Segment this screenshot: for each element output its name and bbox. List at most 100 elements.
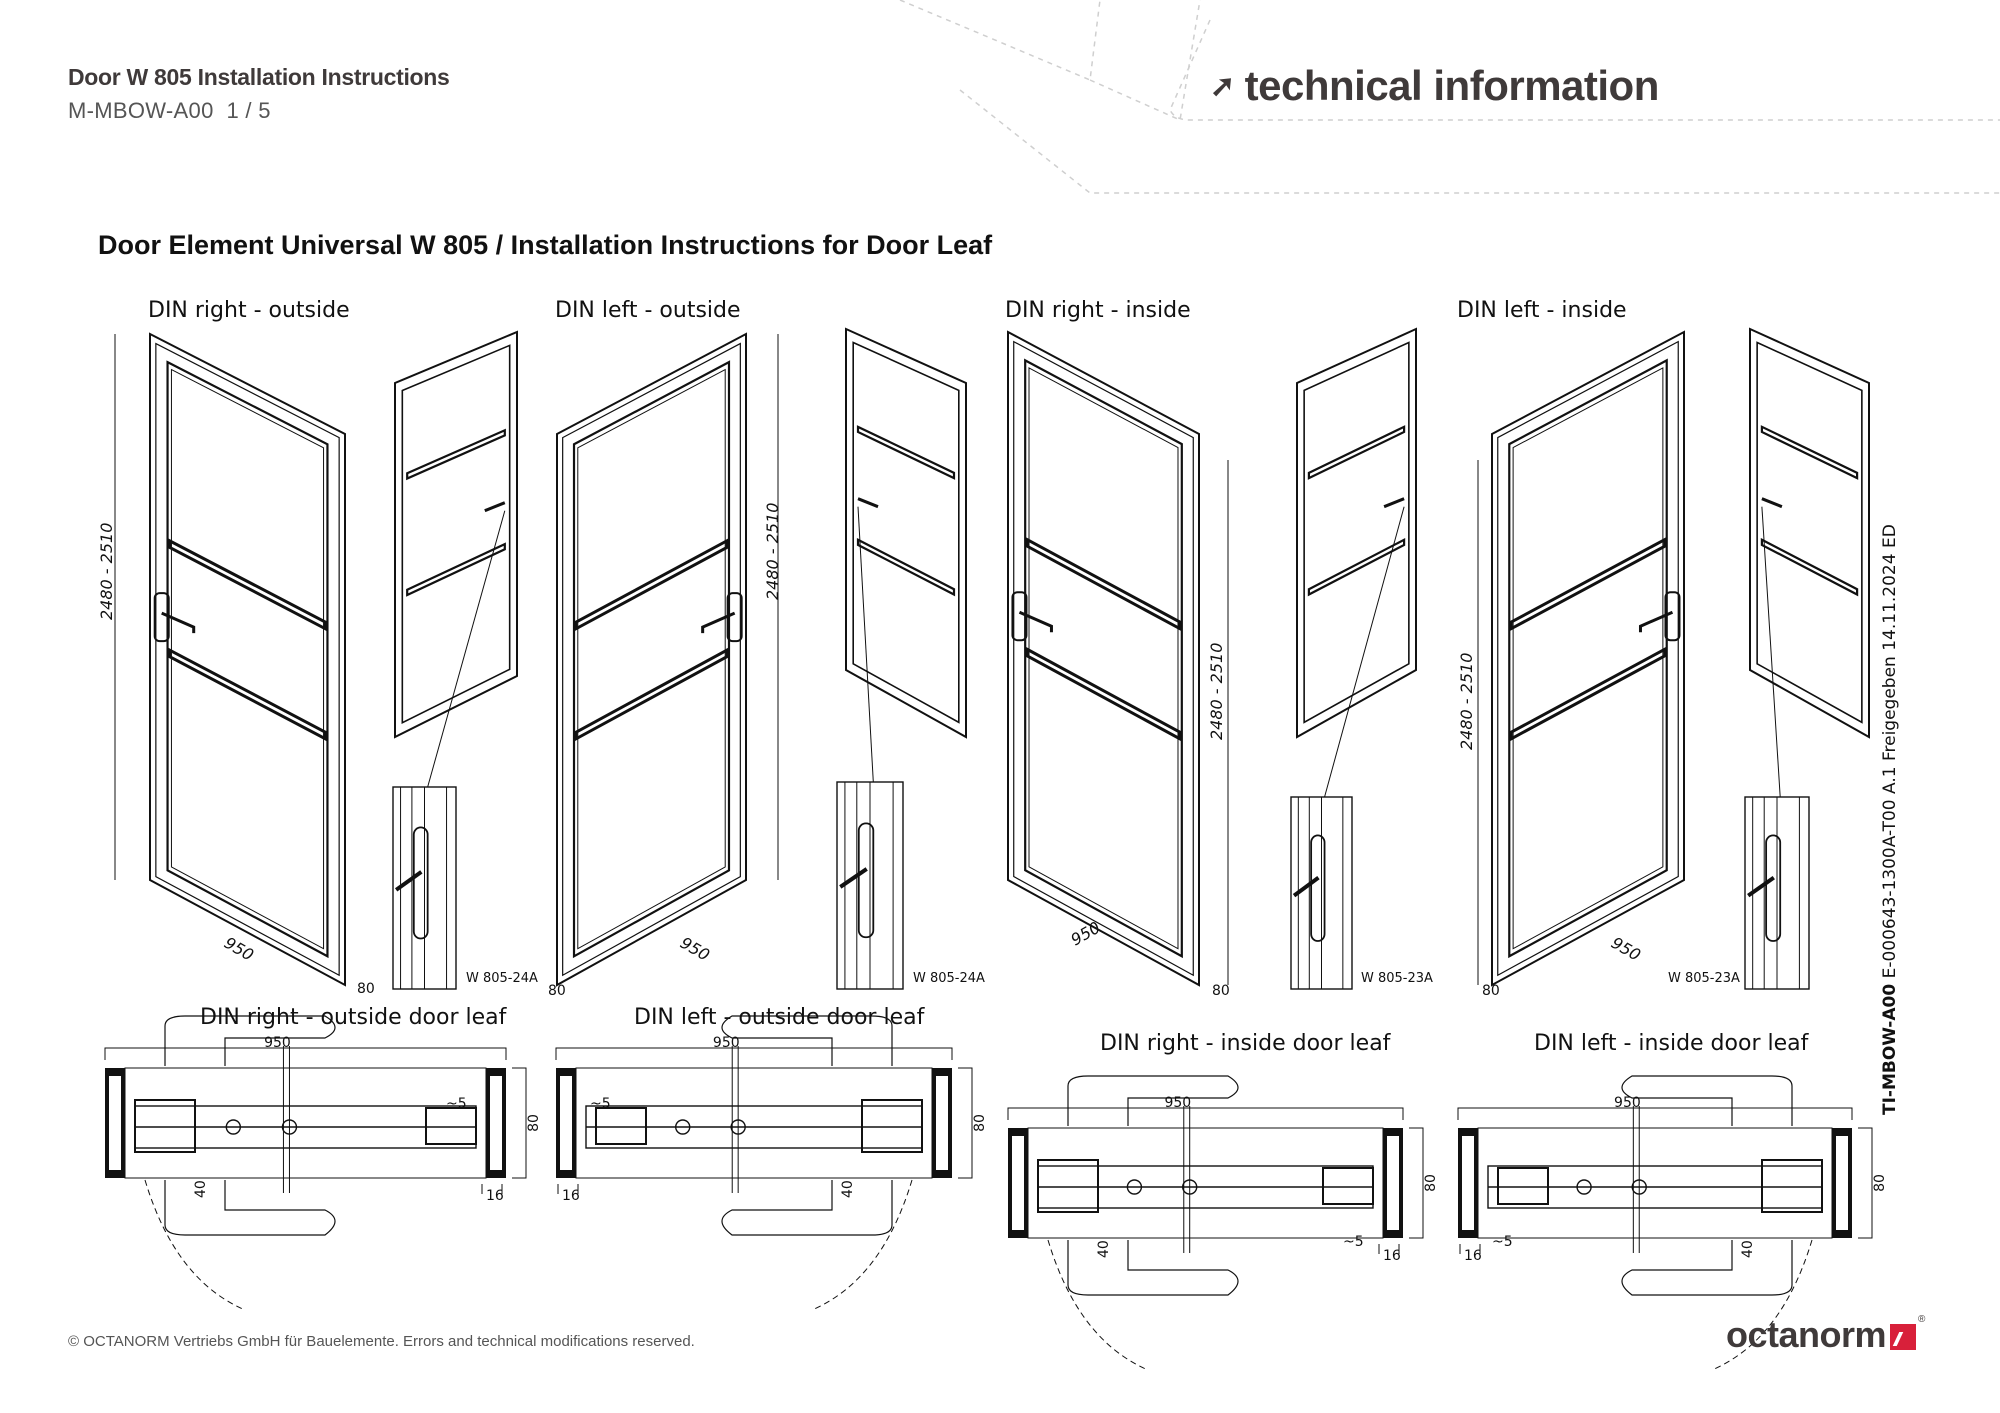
transom-bar <box>406 542 506 597</box>
gap-dimension: ~5 <box>1492 1234 1513 1250</box>
handle-plate <box>412 826 429 940</box>
door-handle-outline <box>721 1015 893 1066</box>
glass-pane <box>577 368 726 950</box>
part-number: W 805-24A <box>466 971 538 986</box>
leaf-body <box>1477 1127 1833 1239</box>
view-label: DIN left - outside <box>555 298 741 323</box>
depth-dimension-line <box>958 1067 973 1179</box>
door-leaf <box>1024 358 1183 959</box>
swing-arc <box>1711 1239 1813 1371</box>
handle-plate <box>857 822 875 939</box>
depth-dimension-line <box>1858 1127 1873 1239</box>
leader-line <box>1324 506 1405 798</box>
door-view: W 805-24A 2480 - 2510 950 80 <box>97 330 538 997</box>
door-handle <box>857 497 879 509</box>
profile-dimension: 16 <box>1383 1248 1401 1264</box>
frame-inner <box>155 342 340 977</box>
height-dimension: 2480 - 2510 <box>1457 653 1476 750</box>
profile-cavity <box>1836 1136 1848 1230</box>
leaf-inner <box>401 344 511 725</box>
profile-cavity <box>1462 1136 1474 1230</box>
profile-dimension: 16 <box>1464 1248 1482 1264</box>
door-handle <box>839 867 868 889</box>
glass-pane <box>1512 367 1664 950</box>
door-leaf-small <box>1749 327 1870 739</box>
transom-bar <box>1509 646 1667 742</box>
door-handle <box>1018 610 1053 633</box>
transom-bar <box>856 425 956 480</box>
part-number: W 805-23A <box>1668 971 1740 986</box>
leaf-body <box>575 1067 933 1179</box>
transom-bar <box>168 647 327 742</box>
depth-dimension: 80 <box>357 981 375 997</box>
door-handle-outline <box>1621 1075 1793 1126</box>
door-handle-outline <box>164 1180 336 1236</box>
profile-dimension-line <box>1378 1244 1400 1254</box>
section-label: DIN right - outside door leaf <box>200 1005 508 1030</box>
width-dimension: 950 <box>713 1035 740 1051</box>
strike-plate <box>595 1107 647 1145</box>
leader-line <box>427 510 506 788</box>
transom-bar <box>168 538 327 632</box>
octanorm-logo: octanorm ® <box>1726 1314 1925 1356</box>
profile-cavity <box>109 1076 121 1170</box>
view-label: DIN left - inside <box>1457 298 1627 323</box>
door-handle <box>701 611 736 634</box>
door-frame <box>149 332 346 987</box>
depth-dimension: 80 <box>972 1114 988 1132</box>
hole-marker <box>1126 1179 1143 1195</box>
section-label: DIN left - inside door leaf <box>1534 1031 1810 1056</box>
handle-dimension: 40 <box>1096 1240 1112 1258</box>
leader-line <box>857 506 874 783</box>
width-dimension: 950 <box>1608 933 1644 965</box>
swing-arc <box>1047 1239 1149 1371</box>
section-heading: ➚technical information <box>1210 62 1659 110</box>
door-handle <box>1383 497 1405 509</box>
handle-dimension: 40 <box>193 1180 209 1198</box>
door-handle <box>394 870 423 892</box>
door-handle <box>1747 876 1775 898</box>
leaf-body <box>124 1067 487 1179</box>
swing-arc <box>144 1179 246 1311</box>
document-reference: TI-MBOW-A00 E-000643-1300A-T00 A.1 Freig… <box>1880 524 1900 1115</box>
document-code: M-MBOW-A00 1 / 5 <box>68 98 271 124</box>
arrow-up-right-icon: ➚ <box>1210 69 1235 103</box>
lock-case <box>1761 1159 1823 1213</box>
transom-bar <box>1307 425 1406 480</box>
width-dimension: 950 <box>1614 1095 1641 1111</box>
width-dimension: 950 <box>264 1035 291 1051</box>
section-label: DIN right - inside door leaf <box>1100 1031 1392 1056</box>
width-dimension-line <box>1007 1107 1404 1120</box>
transom-bar <box>856 537 956 597</box>
hole-marker <box>1576 1179 1592 1195</box>
door-handle-outline <box>721 1180 893 1236</box>
profile-dimension: 16 <box>486 1188 504 1204</box>
frame-inner <box>562 342 741 977</box>
door-handle <box>484 501 506 513</box>
strike-plate <box>1322 1167 1374 1205</box>
door-frame <box>556 332 747 987</box>
handle-dimension: 40 <box>840 1180 856 1198</box>
depth-dimension: 80 <box>548 983 566 999</box>
height-dimension: 2480 - 2510 <box>97 523 116 620</box>
leader-line <box>1761 506 1781 798</box>
transom-bar <box>1760 425 1859 480</box>
logo-text: octanorm <box>1726 1314 1887 1355</box>
document-title: Door W 805 Installation Instructions <box>68 64 450 90</box>
lock-case <box>1037 1159 1099 1213</box>
dashed-line <box>899 0 1101 82</box>
gap-dimension: ~5 <box>1343 1234 1364 1250</box>
depth-dimension: 80 <box>1482 983 1500 999</box>
profile-cavity <box>936 1076 948 1170</box>
profile-cavity <box>1012 1136 1024 1230</box>
door-leaf <box>166 360 329 959</box>
door-handle <box>1292 876 1320 898</box>
depth-dimension: 80 <box>1212 983 1230 999</box>
door-handle-outline <box>1067 1240 1239 1296</box>
door-handle <box>161 611 196 634</box>
registered-icon: ® <box>1918 1314 1925 1325</box>
width-dimension: 950 <box>221 933 257 965</box>
